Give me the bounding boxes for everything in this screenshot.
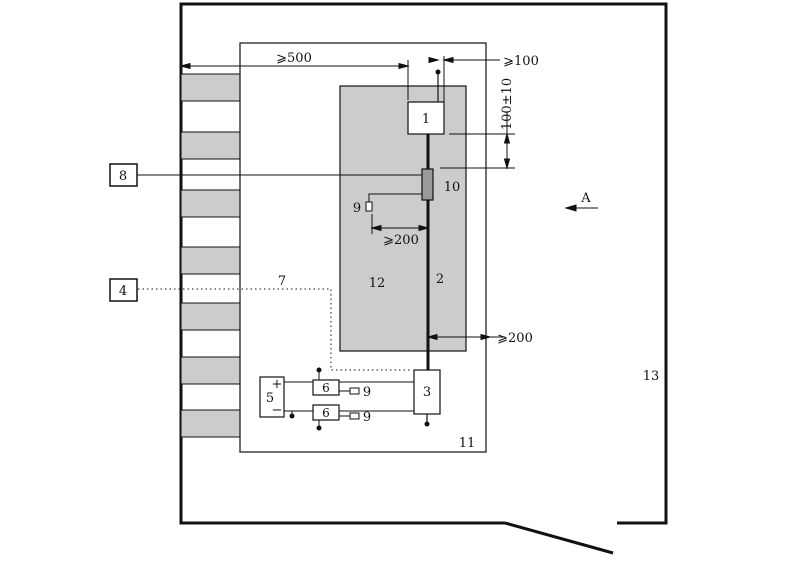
wall-panel: [180, 131, 241, 160]
wall-panel: [180, 356, 241, 385]
unit-6-lower: [312, 404, 340, 421]
unit-6-upper: [312, 379, 340, 396]
component-1-box: [407, 101, 445, 135]
wall-panels: [180, 73, 241, 438]
test-area-boundary: [239, 42, 487, 453]
junction-dot: [289, 413, 295, 419]
label-11: 11: [459, 436, 476, 451]
wall-panel: [180, 189, 241, 218]
label-6-lower: 6: [322, 406, 330, 420]
wall-panel: [180, 73, 241, 102]
door-leaf: [504, 521, 614, 555]
room-outline: [179, 2, 668, 525]
label-minus: −: [272, 403, 283, 418]
supply-wiring: [284, 370, 414, 427]
label-9-top: 9: [353, 201, 361, 216]
label-10: 10: [444, 180, 461, 195]
label-3: 3: [423, 385, 431, 400]
component-1-terminal: [435, 69, 441, 75]
label-5: 5: [266, 391, 274, 406]
label-13: 13: [643, 369, 660, 384]
view-arrow-a: [564, 204, 598, 212]
power-supply-5: [259, 376, 285, 418]
dim-200-left-lines: [370, 214, 430, 234]
label-9-bottom: 9: [363, 410, 371, 425]
dim-100pm10-lines: [440, 112, 515, 170]
dim-500-text: ⩾500: [276, 51, 312, 66]
label-8: 8: [119, 169, 127, 184]
box-8: [109, 163, 138, 187]
junction-dot: [316, 425, 322, 431]
label-4: 4: [119, 284, 127, 299]
probe-9-bottom: [349, 412, 360, 420]
junction-dot: [316, 367, 322, 373]
label-2: 2: [436, 272, 444, 287]
probe-9-middle: [349, 387, 360, 395]
wall-panel: [180, 246, 241, 275]
label-view-a: A: [580, 191, 591, 206]
dim-100-lines: [428, 56, 500, 102]
label-12: 12: [369, 276, 386, 291]
dim-200-left-text: ⩾200: [383, 233, 419, 248]
sample-area: [339, 85, 467, 352]
label-1: 1: [422, 112, 430, 127]
probe-9-top: [365, 201, 373, 212]
label-7: 7: [278, 274, 286, 289]
sensor-10: [421, 168, 434, 201]
dim-500-lines: [179, 60, 410, 100]
wall-panel: [180, 302, 241, 331]
label-plus: +: [272, 377, 283, 392]
dim-100-text: ⩾100: [503, 54, 539, 69]
label-9-middle: 9: [363, 385, 371, 400]
component-3-terminal: [424, 421, 430, 427]
wall-panel: [180, 409, 241, 438]
dim-200-right-lines: [426, 333, 505, 341]
dim-100pm10-text: 100±10: [500, 78, 515, 130]
box-4: [109, 278, 138, 302]
label-6-upper: 6: [322, 381, 330, 395]
probe-9-lead: [368, 193, 422, 202]
dim-200-right-text: ⩾200: [497, 331, 533, 346]
